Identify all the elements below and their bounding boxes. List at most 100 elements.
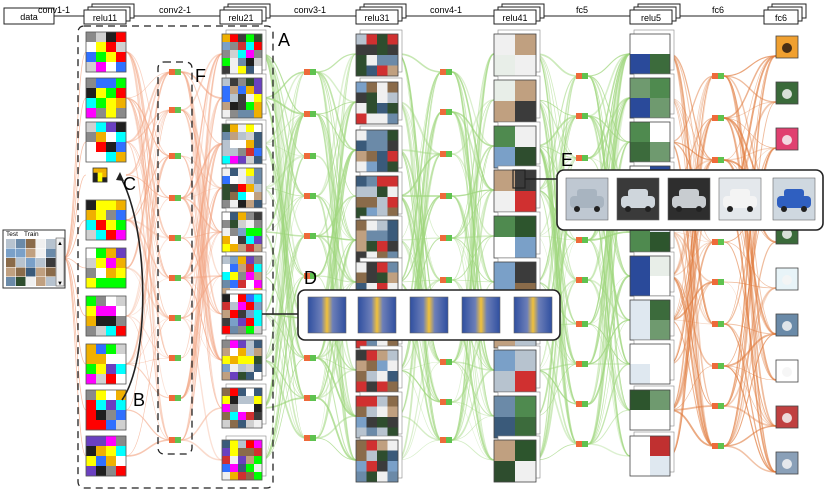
tile-border (221, 77, 263, 119)
layer-label-fc5[interactable]: fc5 (576, 5, 588, 15)
layer-label-conv3-1[interactable]: conv3-1 (294, 5, 326, 15)
connection-edge (397, 101, 443, 441)
scroll-up-icon[interactable]: ▲ (57, 241, 63, 247)
layer-fc6-output[interactable]: fc6 (763, 3, 807, 25)
tab-train[interactable]: Train (24, 231, 39, 238)
layer-relu41[interactable]: relu41 (493, 3, 545, 25)
conv-node-right (310, 395, 316, 401)
layer-label-conv4-1[interactable]: conv4-1 (430, 5, 462, 15)
scroll-down-icon[interactable]: ▼ (57, 281, 63, 287)
tile-cell (86, 122, 97, 133)
tile-cell (254, 302, 263, 311)
connection-edge (397, 71, 443, 417)
data-thumbnail-grid[interactable] (6, 239, 56, 286)
conv-node (712, 321, 724, 327)
connection-edge (669, 241, 715, 411)
relu41-feature-tile (493, 395, 537, 439)
conv-node (304, 69, 316, 75)
tile-border (85, 343, 127, 385)
layer-relu11[interactable]: relu11 (83, 3, 135, 25)
layer-label-fc6[interactable]: fc6 (712, 5, 724, 15)
tile-cell (230, 168, 239, 177)
connection-edge (669, 231, 715, 283)
tile-cell (238, 228, 247, 237)
stripe-fill (409, 296, 449, 334)
conv-node-right (582, 277, 588, 283)
tile-cell (86, 78, 97, 89)
data-thumbnail (36, 239, 46, 248)
tile-cell (366, 471, 378, 483)
tile-cell (230, 372, 239, 381)
connection-edge (261, 71, 307, 99)
conv-node-left (712, 279, 718, 285)
connection-edge (180, 439, 223, 461)
tile-cell (96, 420, 107, 431)
tile-cell (494, 191, 516, 213)
layer-label-conv1-1[interactable]: conv1-1 (38, 5, 70, 15)
connection-edge (535, 99, 579, 241)
layer-relu5[interactable]: relu5 (629, 3, 681, 25)
tile-cell (650, 256, 671, 277)
tile-cell (366, 440, 378, 451)
tile-border (629, 343, 671, 385)
connection-edge (261, 235, 307, 461)
conv-node-left (576, 277, 582, 283)
layer-relu31[interactable]: relu31 (355, 3, 407, 25)
tile-cell (254, 404, 263, 413)
connection-edge (180, 143, 223, 279)
conv-node-left (712, 403, 718, 409)
tile-cell (254, 440, 263, 449)
connection-edge (397, 71, 443, 371)
conv-node-left (169, 315, 175, 321)
tile-cell (650, 54, 671, 75)
layer-label-relu11: relu11 (93, 13, 117, 23)
tile-cell (96, 132, 107, 143)
data-scrollbar[interactable] (55, 237, 65, 287)
connection-edge (669, 231, 715, 243)
tile-cell (238, 212, 247, 221)
tile-cell (106, 326, 117, 337)
layer-relu21[interactable]: relu21 (219, 3, 271, 25)
connection-edge (125, 237, 172, 365)
relu21-feature-tile (221, 293, 263, 335)
layer-data[interactable]: data (3, 7, 55, 25)
connection-edge (451, 99, 495, 239)
tile-cell (387, 427, 399, 439)
tile-cell (630, 456, 651, 477)
tile-cell (377, 360, 388, 372)
data-image-panel[interactable]: Test Train ▲ ▼ (2, 229, 66, 289)
layer-label-conv2-1[interactable]: conv2-1 (159, 5, 191, 15)
connection-edge (535, 53, 579, 159)
connection-edge (587, 275, 631, 405)
tile-cell (630, 256, 651, 277)
tile-border (221, 387, 263, 429)
tile-cell (356, 176, 367, 187)
tile-cell (96, 344, 107, 355)
tile-cell (222, 228, 231, 237)
connection-edge (587, 323, 631, 411)
tile-cell (630, 232, 651, 253)
tile-cell (230, 236, 239, 245)
relu11-feature-tile (85, 343, 127, 385)
tile-cell (86, 132, 97, 143)
callout-e: E (561, 150, 573, 170)
tile-cell (356, 186, 367, 198)
tile-cell (356, 140, 367, 152)
car-body (723, 196, 757, 208)
tile-cell (650, 232, 671, 253)
tile-cell (515, 147, 537, 169)
relu11-feature-tile (85, 31, 127, 73)
tile-cell (93, 177, 98, 183)
tile-cell (366, 186, 378, 198)
tab-test[interactable]: Test (6, 231, 18, 238)
tile-cell (238, 102, 247, 111)
connection-edge (723, 241, 777, 289)
connection-edge (587, 53, 631, 445)
layer-label-data: data (20, 12, 38, 22)
conv-node-left (169, 107, 175, 113)
conv-node (304, 111, 316, 117)
connection-edge (125, 109, 172, 143)
conv-node-left (440, 151, 446, 157)
tile-cell (106, 248, 117, 259)
connection-edge (315, 113, 357, 461)
